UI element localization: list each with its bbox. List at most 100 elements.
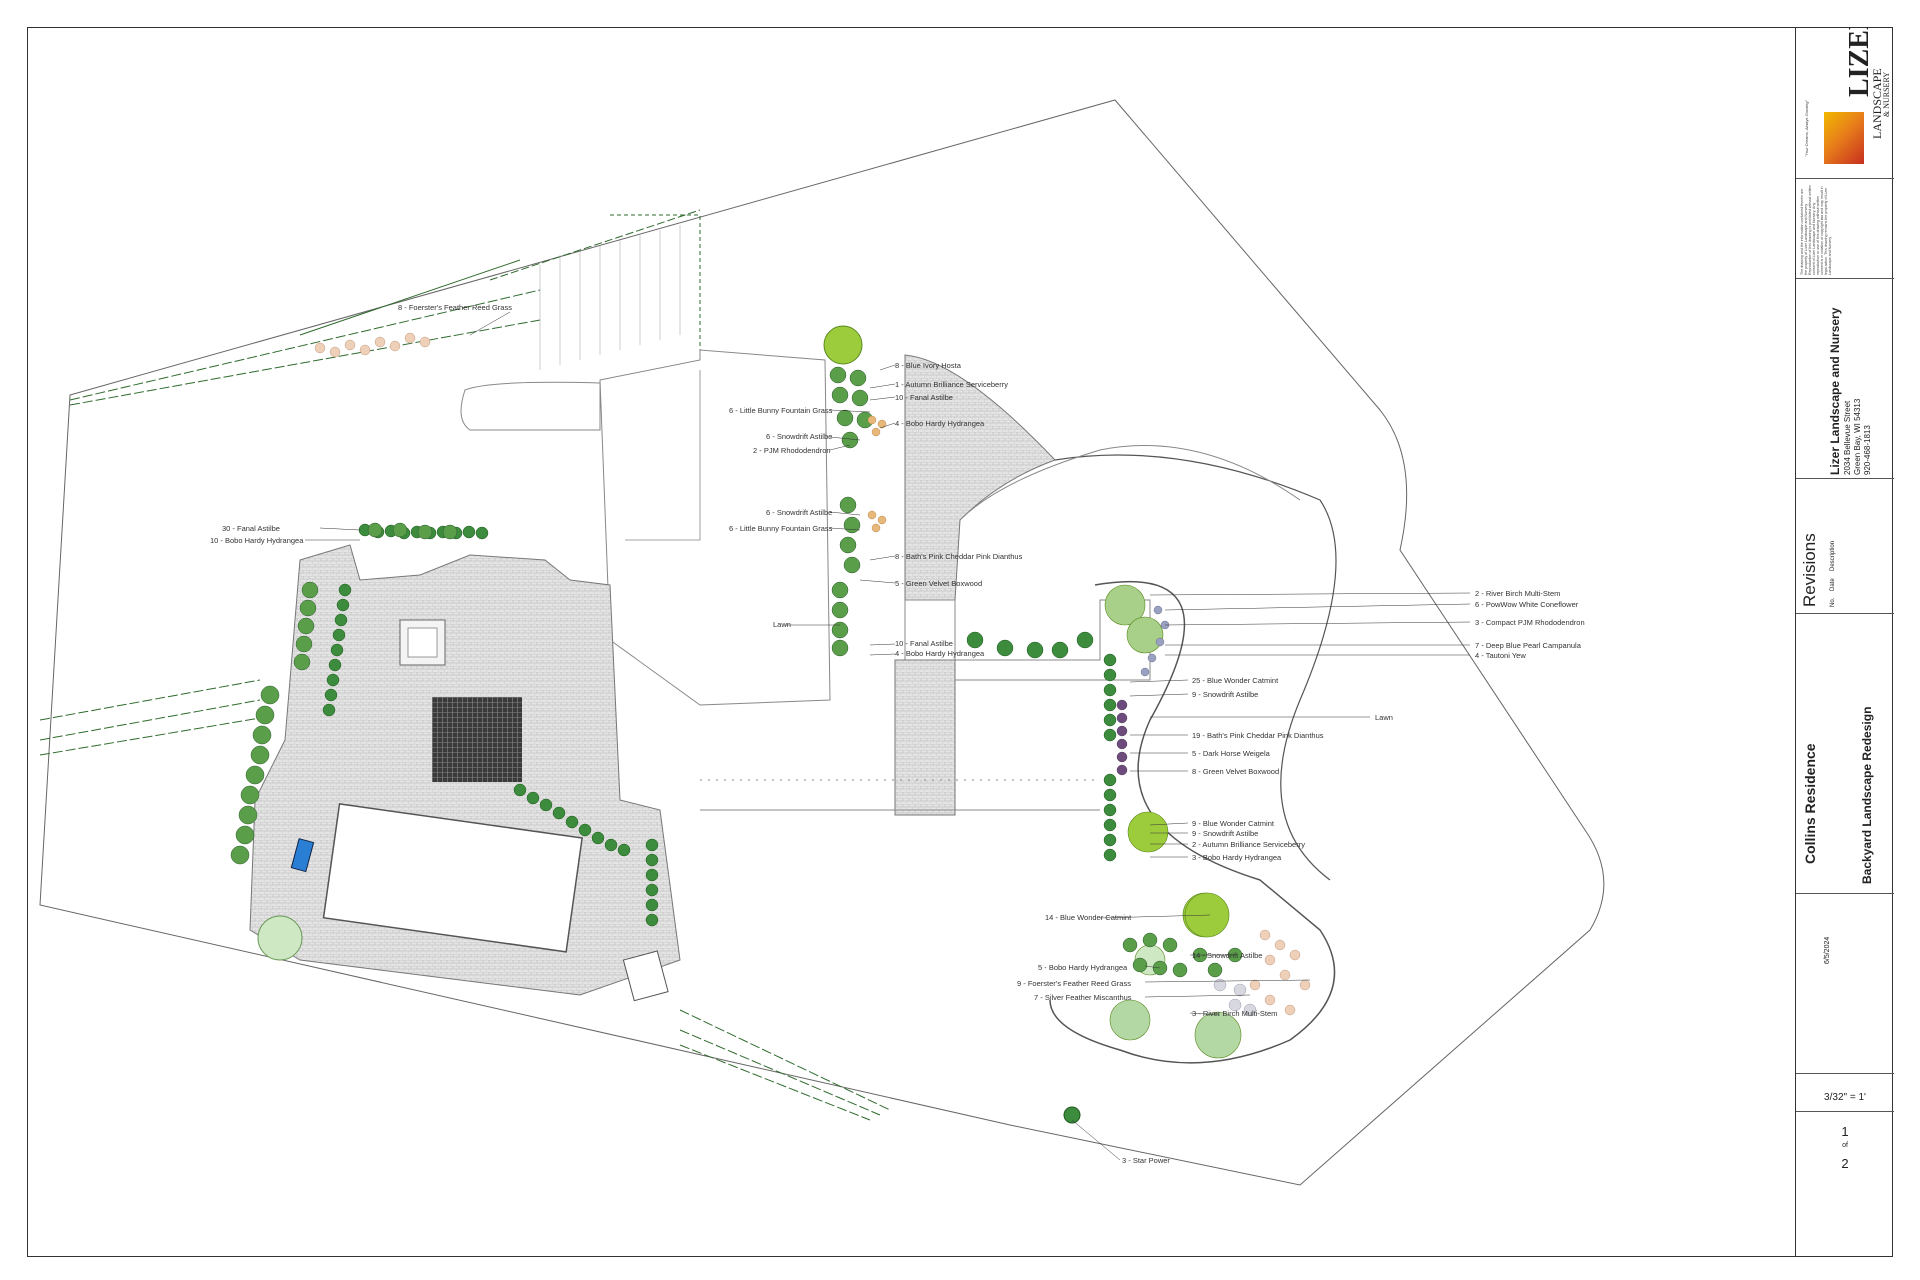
label: 14 - Blue Wonder Catmint: [1045, 913, 1132, 922]
se-bed-shrubs: [1122, 932, 1243, 978]
project-name: Collins Residence: [1802, 743, 1818, 864]
sheet-number-cell: 1 of 2: [1796, 1112, 1894, 1182]
label: 9 - Snowdrift Astilbe: [1192, 690, 1258, 699]
sheet-no: 1: [1841, 1124, 1849, 1139]
bed-east-curve: [1049, 580, 1336, 1064]
plant-labels: 8 - Foerster's Feather Reed Grass 8 - Bl…: [210, 303, 1585, 1165]
hedge-row-west: [322, 583, 352, 717]
catmint-dots: [1140, 605, 1170, 677]
sheet-of: of: [1842, 1142, 1848, 1149]
shrub-row-sw: [230, 685, 280, 865]
label: 10 - Bobo Hardy Hydrangea: [210, 536, 304, 545]
slope-hatch-west: [39, 679, 261, 756]
south-walk: [894, 659, 956, 816]
leader-lines: [305, 311, 1471, 1161]
company-cell: Lizer Landscape and Nursery 2034 Bellevu…: [1796, 279, 1894, 479]
company-name: Lizer Landscape and Nursery: [1828, 307, 1842, 475]
label: 3 - Star Power: [1122, 1156, 1170, 1165]
logo-cell: LIZER LANDSCAPE & NURSERY "Your Dreams, …: [1796, 27, 1894, 179]
label: 7 - Deep Blue Pearl Campanula: [1475, 641, 1582, 650]
label: 2 - River Birch Multi-Stem: [1475, 589, 1560, 598]
pool-float: [290, 838, 315, 873]
se-bed-grasses: [1249, 929, 1311, 1016]
label: 9 - Foerster's Feather Reed Grass: [1017, 979, 1131, 988]
rev-col-no: No.: [1830, 597, 1836, 607]
address-line1: 2034 Bellevue Street: [1843, 400, 1852, 475]
drawing-date: 6/5/2024: [1824, 936, 1831, 964]
shed: [622, 950, 669, 1002]
central-walk: [904, 354, 1056, 601]
slope-hatch-south: [679, 1009, 891, 1121]
label: 2 - PJM Rhododendron: [753, 446, 831, 455]
label: 8 - Green Velvet Boxwood: [1192, 767, 1279, 776]
pergola: [432, 697, 522, 782]
title-block: LIZER LANDSCAPE & NURSERY "Your Dreams, …: [1795, 27, 1894, 1257]
star-power-plant: [1063, 1106, 1081, 1124]
address-line2: Green Bay, WI 54313: [1853, 398, 1862, 475]
slope-hatch-north: [69, 209, 701, 406]
drawing-title: Backyard Landscape Redesign: [1860, 706, 1874, 884]
property-line: [39, 99, 1605, 1186]
project-cell: Collins Residence Backyard Landscape Red…: [1796, 614, 1894, 894]
label: 3 - Compact PJM Rhododendron: [1475, 618, 1585, 627]
label: 2 - Autumn Brilliance Serviceberry: [1192, 840, 1305, 849]
se-bed-miscanthus: [1213, 978, 1257, 1017]
scale: 3/32" = 1': [1824, 1092, 1866, 1103]
label: 6 - Snowdrift Astilbe: [766, 508, 832, 517]
label: Lawn: [773, 620, 791, 629]
label: 9 - Blue Wonder Catmint: [1192, 819, 1275, 828]
walk-shrub-row: [966, 631, 1094, 659]
logo-mark: [1824, 112, 1864, 164]
label: 8 - Foerster's Feather Reed Grass: [398, 303, 512, 312]
copyright-note: The drawing and the information containe…: [1800, 185, 1832, 275]
label: 5 - Bobo Hardy Hydrangea: [1038, 963, 1128, 972]
driveway: [460, 381, 601, 431]
north-grasses: [314, 332, 431, 358]
label: 10 - Fanal Astilbe: [895, 393, 953, 402]
hedge-row-curve: [513, 783, 631, 857]
revisions-heading: Revisions: [1800, 533, 1819, 607]
label: 7 - Silver Feather Miscanthus: [1034, 993, 1132, 1002]
label: 19 - Bath's Pink Cheddar Pink Dianthus: [1192, 731, 1324, 740]
label: 10 - Fanal Astilbe: [895, 639, 953, 648]
label: 6 - Little Bunny Fountain Grass: [729, 524, 833, 533]
house-outline: [599, 349, 831, 706]
pool: [322, 803, 583, 953]
east-bed-shrubs: [1103, 653, 1117, 862]
label: 6 - Snowdrift Astilbe: [766, 432, 832, 441]
label: 4 - Bobo Hardy Hydrangea: [895, 419, 985, 428]
sheet-total: 2: [1841, 1156, 1849, 1171]
hedge-row-east: [645, 838, 659, 927]
label: 9 - Snowdrift Astilbe: [1192, 829, 1258, 838]
label: 4 - Tautoni Yew: [1475, 651, 1526, 660]
label: 3 - Bobo Hardy Hydrangea: [1192, 853, 1282, 862]
shade-tree-sw: [257, 915, 303, 961]
copyright-cell: The drawing and the information containe…: [1796, 179, 1894, 279]
phone: 920-468-1813: [1863, 425, 1872, 475]
rev-col-date: Date: [1830, 578, 1836, 591]
shrub-row-top: [367, 522, 458, 540]
label: 6 - PowWow White Coneflower: [1475, 600, 1579, 609]
info-cell: 6/5/2024: [1796, 894, 1894, 1074]
dianthus-purple: [1116, 699, 1128, 776]
logo-sub2: & NURSERY: [1882, 71, 1891, 117]
label: 30 - Fanal Astilbe: [222, 524, 280, 533]
shrub-row-nw: [293, 581, 319, 671]
label: 1 - Autumn Brilliance Serviceberry: [895, 380, 1008, 389]
scale-cell: 3/32" = 1': [1796, 1074, 1894, 1112]
label: Lawn: [1375, 713, 1393, 722]
center-column-shrubs: [829, 366, 874, 657]
label: 8 - Bath's Pink Cheddar Pink Dianthus: [895, 552, 1023, 561]
revisions-cell: Revisions No. Date Description: [1796, 479, 1894, 614]
drawing-sheet-border: [27, 27, 1893, 1257]
label: 3 - River Birch Multi-Stem: [1192, 1009, 1277, 1018]
label: 25 - Blue Wonder Catmint: [1192, 676, 1279, 685]
label: 8 - Blue Ivory Hosta: [895, 361, 962, 370]
serviceberry-north: [823, 325, 863, 365]
tagline: "Your Dreams, Always Growing": [1804, 100, 1809, 157]
label: 5 - Dark Horse Weigela: [1192, 749, 1271, 758]
rev-col-description: Description: [1830, 540, 1836, 571]
astilbe-dots: [867, 415, 887, 533]
label: 4 - Bobo Hardy Hydrangea: [895, 649, 985, 658]
